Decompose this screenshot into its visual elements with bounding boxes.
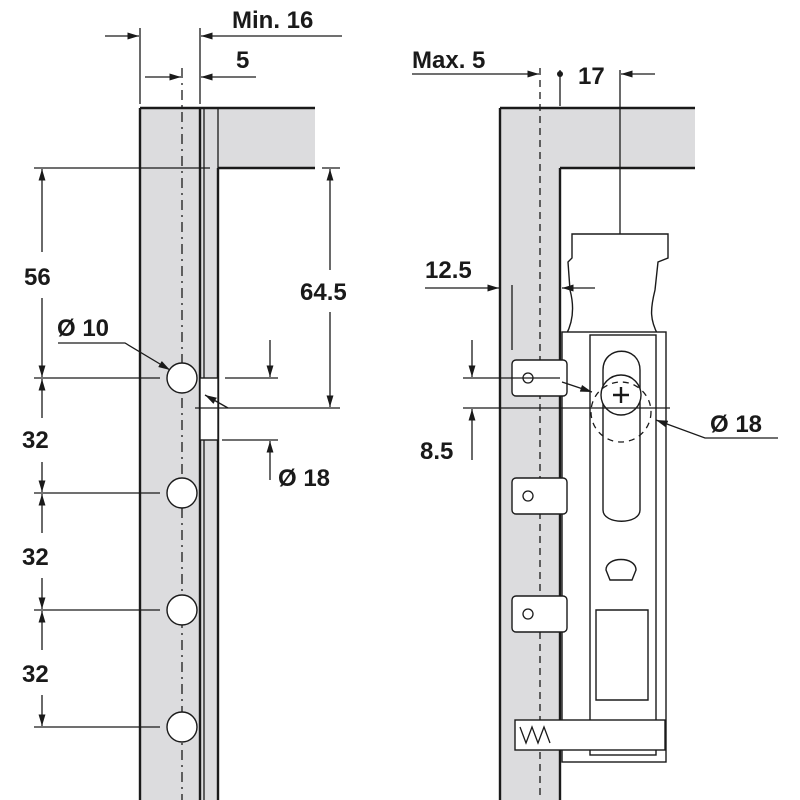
dim32-1-label: 32 [22,427,49,454]
dia18-left-label: Ø 18 [278,465,330,492]
dia18-right-label: Ø 18 [710,411,762,438]
left-view: Min. 16 5 56 64.5 Ø 10 32 32 32 Ø 18 [22,7,347,800]
side-panel [140,108,218,800]
connector-recess [199,377,219,441]
shelf [218,108,315,168]
max5-label: Max. 5 [412,47,485,74]
shelf-right [560,108,695,168]
connector-housing [514,233,669,763]
dia10-label: Ø 10 [57,315,109,342]
shelf-support-holes [166,362,198,743]
dim32-3-label: 32 [22,661,49,688]
dim645-label: 64.5 [300,279,347,306]
offset5-label: 5 [236,47,249,74]
dim32-2-label: 32 [22,544,49,571]
dim85-label: 8.5 [420,438,453,465]
dowel-pins [511,359,568,633]
dim56-label: 56 [24,264,51,291]
side-panel-right [500,108,560,800]
right-view: Max. 5 17 12.5 8.5 Ø 18 [412,47,778,800]
dim125-label: 12.5 [425,257,472,284]
min16-label: Min. 16 [232,7,313,34]
dim17-label: 17 [578,63,605,90]
